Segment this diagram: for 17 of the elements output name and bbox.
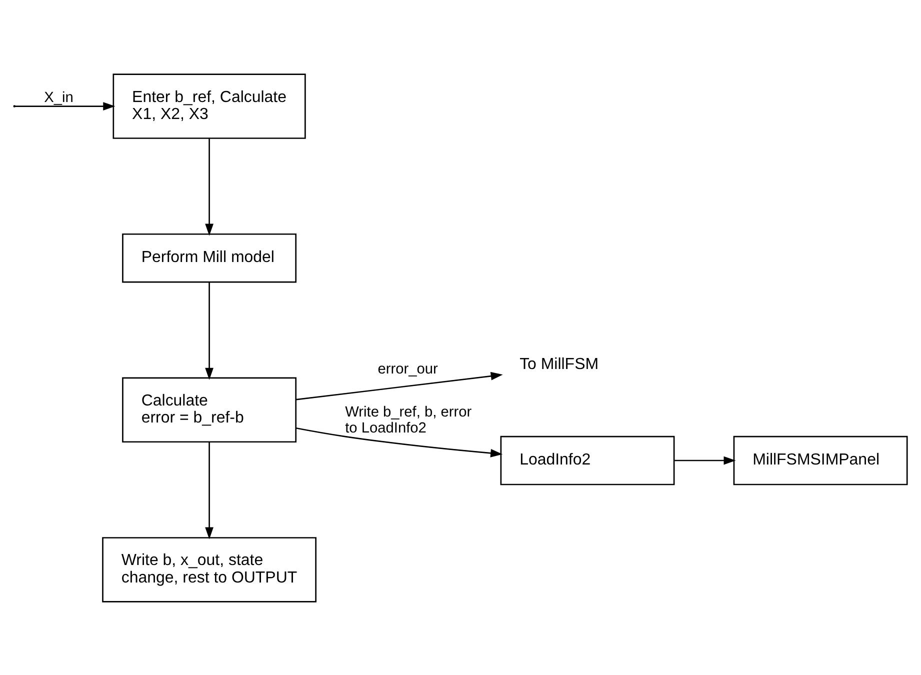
edge-label: X_in bbox=[44, 90, 74, 106]
edge-label: error_our bbox=[378, 361, 438, 378]
edge-label: Write b_ref, b, error to LoadInfo2 bbox=[345, 404, 472, 436]
arrow bbox=[205, 442, 214, 539]
node-box: LoadInfo2 bbox=[500, 435, 675, 485]
node-box: MillFSMSIMPanel bbox=[733, 435, 908, 485]
arrow bbox=[15, 102, 116, 110]
arrow bbox=[205, 138, 214, 236]
node-text: To MillFSM bbox=[520, 355, 599, 372]
arrow bbox=[296, 371, 503, 400]
node-box: Perform Mill model bbox=[122, 232, 297, 282]
arrow bbox=[674, 456, 736, 464]
arrow bbox=[205, 282, 214, 380]
node-box: Calculate error = b_ref-b bbox=[122, 376, 297, 442]
node-box: Enter b_ref, Calculate X1, X2, X3 bbox=[112, 73, 306, 138]
node-box: Write b, x_out, state change, rest to OUTPUT bbox=[102, 536, 316, 602]
arrow bbox=[296, 426, 503, 457]
